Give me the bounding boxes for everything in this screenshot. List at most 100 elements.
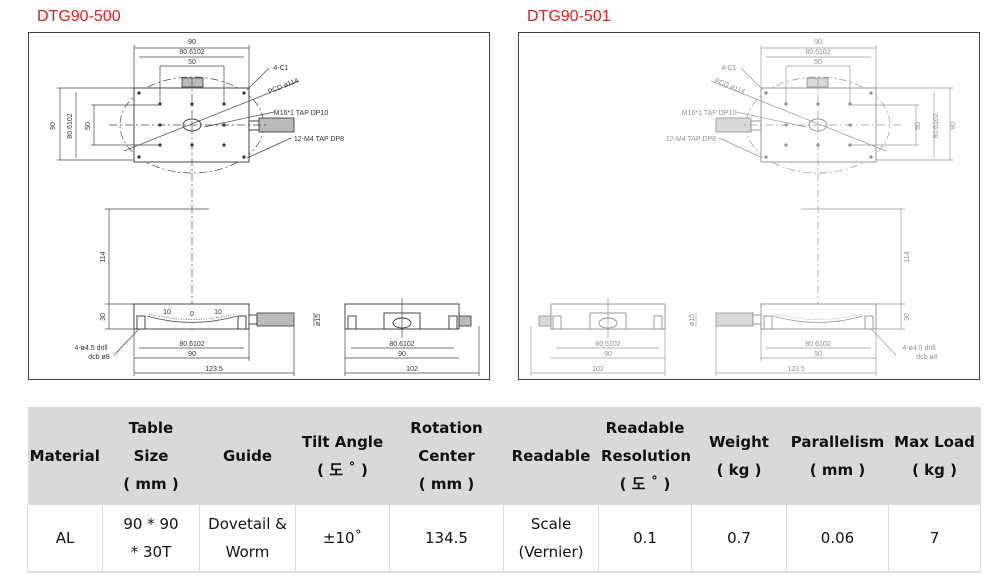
- table-cell-line: AL: [55, 529, 75, 547]
- column-header: Max Load ( kg ): [888, 407, 981, 505]
- table-row: AL 90 * 90 * 30T Dovetail & Worm ±10˚ 134.5 Sca…: [27, 505, 981, 573]
- table-cell: 7: [888, 505, 981, 573]
- table-cell: AL: [27, 505, 103, 573]
- dim-label: 123.5: [205, 366, 223, 373]
- column-header-line: ( kg ): [912, 461, 957, 479]
- table-cell: Scale(Vernier): [503, 505, 599, 573]
- table-cell-line: 0.7: [727, 529, 751, 547]
- dim-label: 50: [814, 59, 822, 66]
- dim-label: 123.5: [787, 366, 805, 373]
- column-header: Parallelism ( mm ): [786, 407, 889, 505]
- dim-label: 30: [904, 313, 911, 321]
- column-header-line: Max Load: [894, 433, 975, 451]
- callout-label: M16*1 TAP DP10: [682, 110, 737, 117]
- table-cell-line: ±10˚: [322, 529, 363, 547]
- table-cell: ±10˚: [295, 505, 390, 573]
- dim-label: 114: [904, 251, 911, 262]
- table-cell-line: (Vernier): [518, 543, 584, 561]
- callout-label: dcb ø8: [916, 354, 938, 361]
- dim-label: 90: [50, 122, 57, 130]
- scale-label: 10: [214, 309, 222, 316]
- callout-label: 4-C1: [721, 65, 736, 72]
- column-header: Material: [27, 407, 103, 505]
- table-cell-line: 90 * 90: [123, 515, 179, 533]
- drawing-geometry: [56, 44, 480, 377]
- table-cell-line: 0.1: [633, 529, 657, 547]
- table-cell-line: Worm: [225, 543, 270, 561]
- column-header-line: ( mm ): [418, 475, 475, 493]
- dim-label: 80.6102: [179, 49, 204, 56]
- dim-label: 80.6102: [805, 49, 830, 56]
- column-header-line: ( mm ): [809, 461, 866, 479]
- table-cell-line: 134.5: [425, 529, 468, 547]
- table-cell-line: * 30T: [130, 543, 172, 561]
- column-header-line: Weight: [709, 433, 769, 451]
- column-header-line: Material: [29, 447, 100, 465]
- table-cell: 90 * 90 * 30T: [102, 505, 200, 573]
- column-header-line: Tilt Angle: [301, 433, 384, 451]
- dim-label: 90: [398, 351, 406, 358]
- column-header-line: Readable: [511, 447, 591, 465]
- scale-label: 0: [190, 311, 194, 318]
- column-header-line: Resolution: [601, 447, 692, 465]
- table-cell: Dovetail & Worm: [199, 505, 296, 573]
- callout-label: dcb ø8: [88, 354, 110, 361]
- model-title-left: DTG90-500: [37, 8, 121, 25]
- callout-label: 4-ø4.5 drill: [902, 345, 936, 352]
- dim-label: 30: [100, 313, 107, 321]
- scale-label: 10: [163, 309, 171, 316]
- table-cell: 0.1: [598, 505, 692, 573]
- column-header-line: ( mm ): [123, 475, 179, 493]
- table-cell-line: Dovetail &: [208, 515, 287, 533]
- column-header-line: Table: [128, 419, 174, 437]
- drawing-dtg90-501: 90 80.6102 50 4-C1 PCD ø114 M16*1 TAP DP…: [518, 32, 980, 380]
- table-cell: 134.5: [389, 505, 504, 573]
- table-cell: 0.06: [786, 505, 889, 573]
- column-header-line: Parallelism: [790, 433, 885, 451]
- dim-label: 50: [188, 59, 196, 66]
- dim-label: 80.6102: [179, 341, 204, 348]
- column-header: Guide: [199, 407, 296, 505]
- column-header: Readable: [503, 407, 599, 505]
- callout-label: 12-M4 TAP DP8: [294, 136, 344, 143]
- column-header-line: ( 도 ˚ ): [317, 461, 368, 479]
- technical-drawing: 90 80.6102 50 4-C1 PCD ø114 M16*1 TAP DP…: [50, 39, 480, 377]
- dim-label: 80.6102: [805, 341, 830, 348]
- callout-label: 4-C1: [273, 65, 288, 72]
- dim-label: 80.6102: [933, 113, 940, 138]
- column-header-line: ( 도 ˚ ): [619, 475, 671, 493]
- dim-label: 90: [814, 39, 822, 46]
- callout-label: 12-M4 TAP DP8: [666, 136, 716, 143]
- dim-label: 90: [950, 122, 957, 130]
- table-cell: 0.7: [691, 505, 787, 573]
- column-header-line: Rotation: [410, 419, 483, 437]
- model-title-right: DTG90-501: [527, 8, 611, 25]
- dim-label: 102: [406, 366, 418, 373]
- column-header-line: Readable: [605, 419, 685, 437]
- dim-label: 50: [915, 122, 922, 130]
- technical-drawing: 90 80.6102 50 4-C1 PCD ø114 M16*1 TAP DP…: [530, 39, 957, 377]
- column-header-line: ( kg ): [716, 461, 762, 479]
- callout-label: PCD ø114: [713, 77, 746, 96]
- table-cell-line: 7: [929, 529, 940, 547]
- dim-label: 90: [814, 351, 822, 358]
- dim-label: 50: [85, 122, 92, 130]
- column-header: Tilt Angle ( 도 ˚ ): [295, 407, 390, 505]
- callout-label: 4-ø4.5 drill: [74, 345, 108, 352]
- column-header-line: Guide: [222, 447, 273, 465]
- dim-label: 90: [188, 351, 196, 358]
- callout-label: PCD ø114: [267, 77, 300, 96]
- column-header-line: Center: [418, 447, 475, 465]
- drawing-dtg90-500: 90 80.6102 50 4-C1 PCD ø114 M16*1 TAP DP…: [28, 32, 490, 380]
- table-cell-line: 0.06: [820, 529, 855, 547]
- dim-label: ø15: [689, 314, 696, 326]
- dim-label: 90: [188, 39, 196, 46]
- callout-label: M16*1 TAP DP10: [274, 110, 329, 117]
- dim-label: 114: [100, 251, 107, 262]
- dim-label: 102: [592, 366, 604, 373]
